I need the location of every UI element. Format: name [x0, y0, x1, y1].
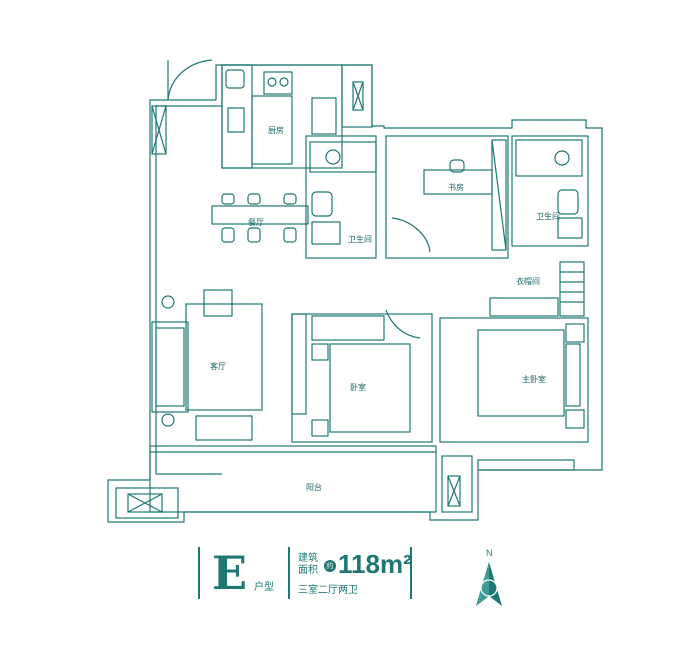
label-wardrobe: 衣帽间	[516, 277, 540, 286]
layout-text: 三室二厅两卫	[298, 585, 358, 596]
balcony-cabinet	[115, 487, 179, 519]
north-arrow-icon	[476, 562, 502, 606]
master-bed	[477, 329, 565, 417]
area-label-1: 建筑	[298, 553, 318, 564]
bedroom-door-arc	[385, 309, 421, 339]
label-dining: 餐厅	[248, 218, 264, 227]
north-label: N	[486, 548, 493, 558]
window	[151, 105, 167, 155]
unit-suffix: 户型	[254, 582, 274, 593]
approx-badge: 约	[324, 560, 336, 572]
coffee-table	[185, 303, 263, 411]
area-label-2: 面积	[298, 565, 318, 576]
entry-door-arc	[167, 59, 213, 101]
label-master: 主卧室	[522, 375, 546, 384]
unit-badge: E 户型 建筑 面积 约 118m² 三室二厅两卫	[198, 545, 413, 603]
label-bedroom: 卧室	[350, 383, 366, 392]
balcony-room	[149, 445, 437, 513]
wardrobe-room	[559, 261, 585, 317]
window	[341, 64, 373, 128]
kitchen-room	[221, 64, 343, 169]
outer-wall	[107, 64, 603, 523]
master-room	[439, 317, 589, 443]
outer-wall-inner	[155, 105, 222, 475]
label-study: 书房	[448, 183, 464, 192]
bath2-room	[511, 135, 589, 247]
sofa	[151, 321, 189, 413]
dining-table	[211, 205, 309, 225]
label-bath1: 卫生间	[348, 235, 372, 244]
label-balcony: 阳台	[306, 483, 322, 492]
label-bath2: 卫生间	[536, 212, 560, 221]
bed	[329, 343, 411, 433]
study-door-arc	[391, 217, 431, 253]
compass: N	[474, 548, 504, 608]
bath1-room	[305, 135, 377, 259]
unit-letter: E	[212, 546, 248, 600]
label-kitchen: 厨房	[268, 126, 284, 135]
label-living: 客厅	[210, 362, 226, 371]
study-room	[385, 135, 509, 259]
bedroom-room	[291, 313, 433, 443]
area-value: 118m²	[338, 549, 412, 579]
